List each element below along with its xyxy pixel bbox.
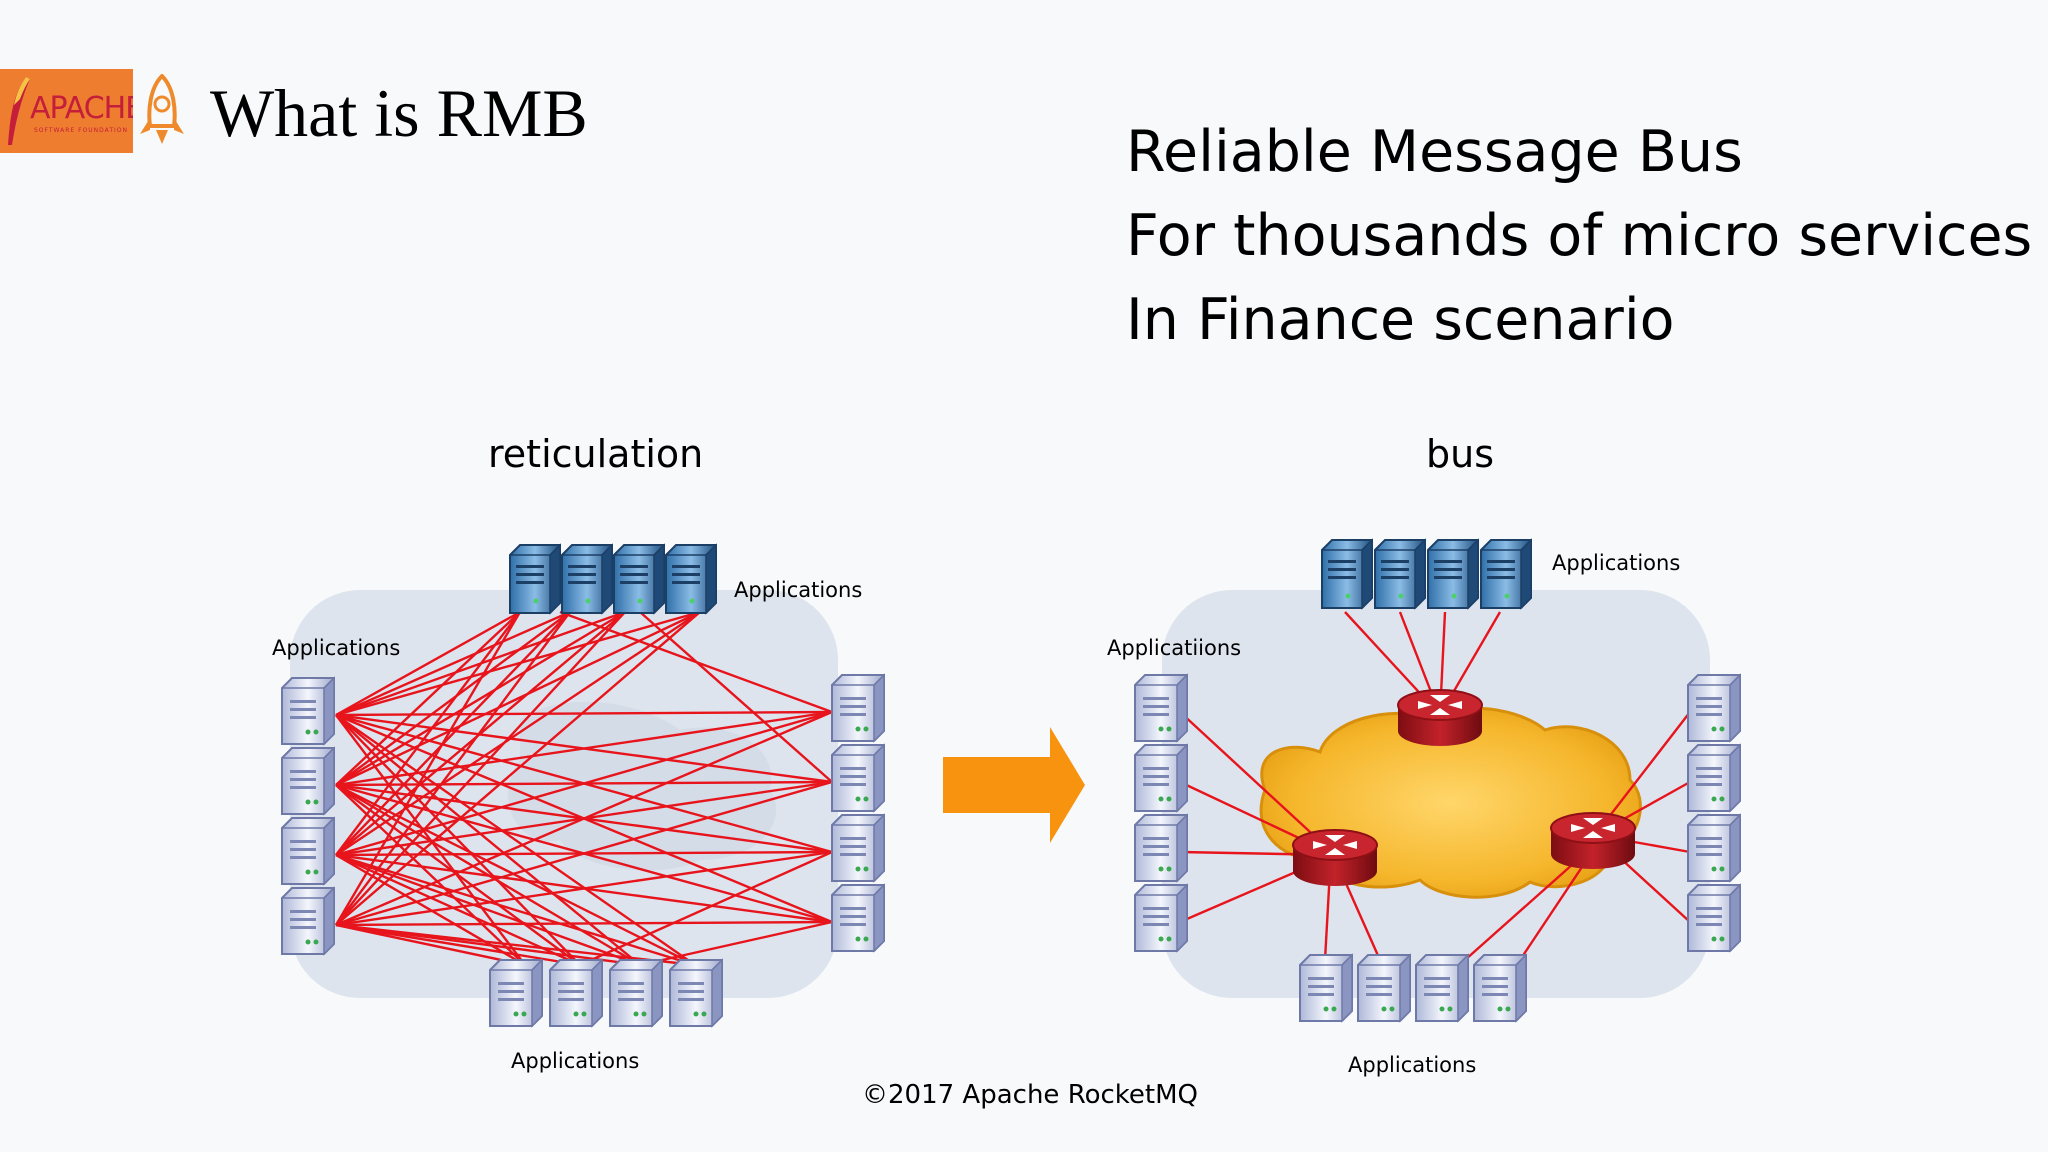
copyright-footer: ©2017 Apache RocketMQ (862, 1080, 1199, 1110)
server-icon (509, 544, 561, 614)
cloud-icon (507, 701, 777, 871)
mesh-links (334, 610, 833, 967)
server-icon (1687, 674, 1741, 742)
reticulation-title: reticulation (488, 432, 704, 476)
feather-icon (8, 77, 30, 145)
subtitle-line: For thousands of micro services (1126, 203, 2033, 269)
server-icon (1687, 744, 1741, 812)
server-icon (1134, 814, 1188, 882)
server-icon (831, 884, 885, 952)
server-icon (609, 959, 663, 1027)
server-icon (831, 814, 885, 882)
subtitle-line: Reliable Message Bus (1126, 119, 1743, 185)
arrow-right-icon (943, 727, 1085, 843)
server-icon (831, 744, 885, 812)
server-icon (665, 544, 717, 614)
left-top-applications-label: Applications (734, 578, 863, 602)
server-icon (669, 959, 723, 1027)
server-icon (1321, 539, 1373, 609)
server-icon (1374, 539, 1426, 609)
left-side-applications-label: Applications (272, 636, 401, 660)
right-bottom-applications-label: Applications (1348, 1053, 1477, 1077)
logo-text: APACHE (30, 91, 133, 126)
server-icon (1473, 954, 1527, 1022)
slide-title: What is RMB (210, 75, 588, 151)
subtitle-line: In Finance scenario (1126, 287, 1675, 353)
server-icon (489, 959, 543, 1027)
server-icon (281, 817, 335, 885)
server-icon (1134, 674, 1188, 742)
server-icon (1480, 539, 1532, 609)
server-icon (1687, 814, 1741, 882)
reticulation-diagram (281, 544, 885, 1027)
server-icon (1357, 954, 1411, 1022)
right-side-applications-label: Applicatiions (1107, 636, 1242, 660)
server-icon (561, 544, 613, 614)
server-icon (1687, 884, 1741, 952)
server-icon (1134, 884, 1188, 952)
server-icon (281, 747, 335, 815)
server-icon (1299, 954, 1353, 1022)
left-bottom-applications-label: Applications (511, 1049, 640, 1073)
bus-diagram (1134, 539, 1741, 1022)
router-icon (1550, 812, 1636, 870)
router-icon (1292, 829, 1378, 887)
server-icon (549, 959, 603, 1027)
server-icon (1415, 954, 1469, 1022)
bus-title: bus (1426, 432, 1495, 476)
rocket-icon (140, 74, 184, 144)
server-icon (1427, 539, 1479, 609)
subtitle-block: Reliable Message Bus For thousands of mi… (1126, 110, 2032, 362)
server-icon (281, 887, 335, 955)
apache-logo: APACHE SOFTWARE FOUNDATION (0, 69, 133, 153)
server-icon (613, 544, 665, 614)
router-icon (1397, 689, 1483, 747)
server-icon (1134, 744, 1188, 812)
right-top-applications-label: Applications (1552, 551, 1681, 575)
logo-subtext: SOFTWARE FOUNDATION (34, 127, 128, 134)
server-icon (281, 677, 335, 745)
server-icon (831, 674, 885, 742)
